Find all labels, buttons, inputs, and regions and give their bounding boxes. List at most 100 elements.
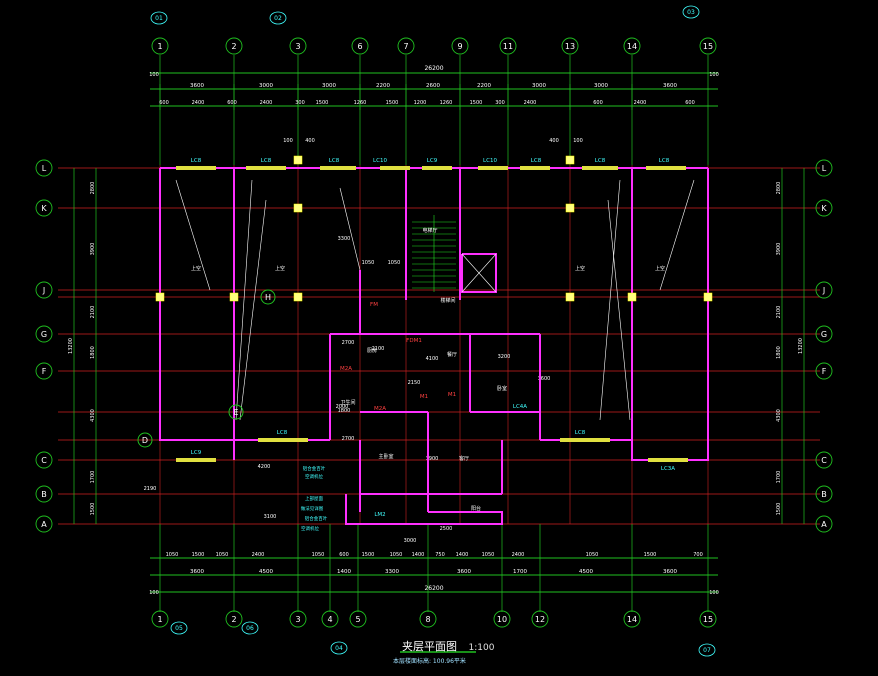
dim-edge: 100 [709, 72, 719, 78]
dim-left: 1700 [90, 471, 96, 484]
misc-dim: 4100 [426, 356, 439, 362]
column [293, 155, 303, 165]
dim-bottom-2: 3300 [385, 569, 399, 575]
dim-left-total: 13200 [68, 338, 74, 354]
axis-label-side: K [41, 204, 47, 213]
dim-left: 2800 [90, 182, 96, 195]
axis-bubble-top [289, 37, 307, 55]
dim-right-total: 13200 [798, 338, 804, 354]
dim-edge: 100 [149, 72, 159, 78]
dim-top-2: 2400 [260, 100, 273, 106]
note-text: 空调机位 [301, 525, 319, 532]
axis-bubble-side [35, 159, 53, 177]
axis-bubble-top [351, 37, 369, 55]
dim-bottom-2: 1400 [337, 569, 351, 575]
dim-top-2: 1500 [470, 100, 483, 106]
axis-label-bottom: 15 [703, 615, 713, 624]
dim-bottom-1: 1050 [390, 552, 403, 558]
scale-text: 1:100 [468, 643, 495, 653]
axis-bubble-top [699, 37, 717, 55]
dim-top-2: 1260 [440, 100, 453, 106]
door-tag: M1 [420, 394, 428, 400]
misc-dim: 2500 [440, 526, 453, 532]
axis-label-bottom: 10 [497, 615, 507, 624]
dim-bottom-2: 1700 [513, 569, 527, 575]
axis-label-bottom: 3 [295, 615, 300, 624]
axis-bubble-side [35, 515, 53, 533]
room-label: 上空 [275, 265, 285, 272]
axis-bubble-bottom [531, 610, 549, 628]
dim-right: 4300 [776, 409, 782, 422]
dim-bottom-2: 4500 [259, 569, 273, 575]
room-label: 卧室 [497, 385, 507, 392]
axis-bubble-top [499, 37, 517, 55]
axis-bubble-bottom [349, 610, 367, 628]
axis-bubble-side [815, 325, 833, 343]
detail-ref-label: 04 [335, 645, 343, 652]
window [380, 166, 410, 170]
axis-label-side: B [821, 490, 827, 499]
detail-ref-label: 02 [274, 15, 282, 22]
window-tag: LC8 [261, 158, 272, 164]
void-line [607, 199, 631, 421]
axis-label-top: 6 [357, 42, 362, 51]
window [520, 166, 550, 170]
detail-ref-label: 05 [175, 625, 183, 632]
misc-dim: 2700 [342, 436, 355, 442]
detail-ref-label: 01 [155, 15, 163, 22]
axis-bubble-bottom [493, 610, 511, 628]
axis-label-top: 1 [157, 42, 162, 51]
dim-top-1: 3000 [594, 83, 608, 89]
dim-right: 2100 [776, 306, 782, 319]
dim-bottom-1: 1400 [412, 552, 425, 558]
door-tag: M2A [340, 366, 352, 372]
axis-label-side: J [42, 286, 45, 295]
room-label: 电梯厅 [422, 227, 437, 234]
misc-dim: 3900 [426, 456, 439, 462]
window [176, 458, 216, 462]
window [646, 166, 686, 170]
axis-bubble-bottom [225, 610, 243, 628]
dim-top-1: 3600 [663, 83, 677, 89]
detail-ref-label: 03 [687, 9, 695, 16]
note-text: 上部屋面 [305, 495, 323, 502]
room-label: 上空 [575, 265, 585, 272]
axis-label-bottom: 1 [157, 615, 162, 624]
axis-label-top: 7 [403, 42, 408, 51]
axis-label-top: 15 [703, 42, 713, 51]
column [229, 292, 239, 302]
dim-right: 1500 [776, 503, 782, 516]
dim-top-2: 600 [593, 100, 603, 106]
axis-label-side: A [821, 520, 827, 529]
elevator-x [461, 253, 497, 293]
axis-label-side: B [41, 490, 47, 499]
dim-top-2: 1500 [316, 100, 329, 106]
axis-label-side: C [821, 456, 827, 465]
window-tag: LC8 [329, 158, 340, 164]
axis-bubble-side [35, 325, 53, 343]
dim-top-1: 2200 [477, 83, 491, 89]
dim-top-2: 2400 [634, 100, 647, 106]
axis-label-side: J [822, 286, 825, 295]
dim-top-2: 600 [685, 100, 695, 106]
dim-top-1: 3000 [259, 83, 273, 89]
axis-label-bottom: 4 [327, 615, 332, 624]
column [293, 292, 303, 302]
axis-label-bottom: 5 [355, 615, 360, 624]
window-tag: LC8 [659, 158, 670, 164]
misc-dim: 1050 [388, 260, 401, 266]
axis-bubble-side [260, 289, 276, 305]
misc-dim: 3300 [338, 236, 351, 242]
axis-bubble-side [35, 199, 53, 217]
dim-bottom-1: 750 [435, 552, 445, 558]
detail-ref-bubble [330, 641, 348, 655]
note-text: 铝合金百叶 [303, 465, 326, 472]
axis-bubble-side [815, 362, 833, 380]
dim-overall-bottom: 26200 [424, 585, 443, 592]
window [560, 438, 610, 442]
dim-bottom-2: 3600 [663, 569, 677, 575]
dim-right: 1700 [776, 471, 782, 484]
dim-edge: 100 [149, 590, 159, 596]
room-labels: 上空上空上空上空厨房餐厅客厅主卧室卧室阳台卫生间楼梯间电梯厅FMFDM1M2AM… [191, 227, 665, 532]
